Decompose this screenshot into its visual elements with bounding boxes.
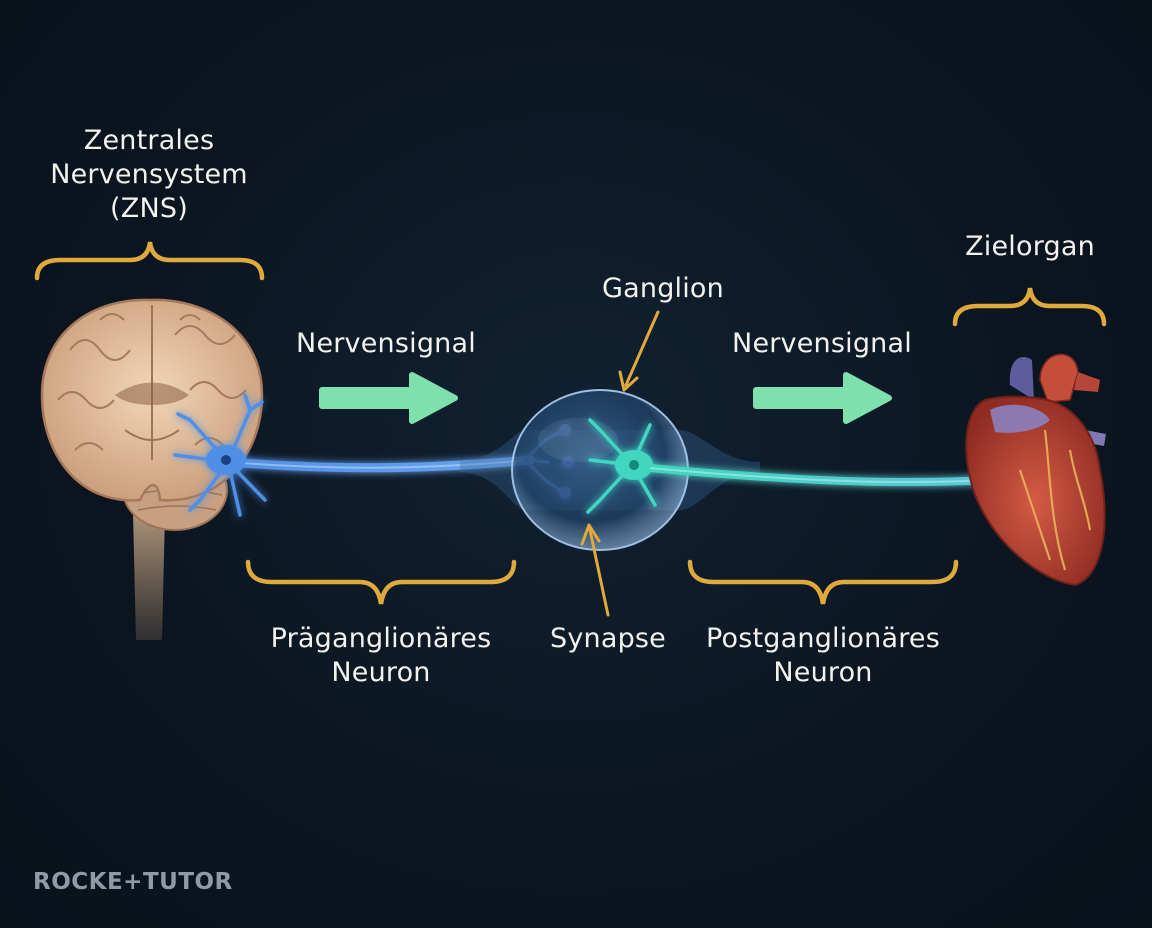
label-pre-neuron-line-1: Präganglionäres — [270, 623, 492, 654]
label-pre-neuron: Präganglionäres Neuron — [261, 622, 501, 690]
brand-logo: ROCKE+TUTOR — [33, 869, 233, 895]
label-signal-right: Nervensignal — [732, 328, 912, 359]
label-zns-line-2: Nervensystem — [50, 159, 248, 190]
signal-arrow-right — [753, 372, 892, 424]
label-pre-neuron-line-2: Neuron — [331, 657, 431, 688]
synapse-pointer-arrow — [580, 523, 610, 617]
bracket-zns — [34, 241, 265, 281]
bracket-pre-neuron — [245, 559, 517, 605]
label-post-neuron-line-2: Neuron — [773, 657, 873, 688]
label-zielorgan: Zielorgan — [965, 231, 1095, 262]
label-post-neuron: Postganglionäres Neuron — [693, 622, 953, 690]
bracket-post-neuron — [687, 559, 959, 605]
signal-arrow-left — [319, 372, 458, 424]
label-signal-left: Nervensignal — [296, 328, 476, 359]
brain-illustration — [40, 298, 264, 640]
bracket-zielorgan — [952, 287, 1107, 327]
heart-illustration — [965, 353, 1106, 587]
ganglion-pointer-arrow — [618, 310, 660, 392]
label-post-neuron-line-1: Postganglionäres — [706, 623, 940, 654]
label-zns-line-1: Zentrales — [83, 125, 215, 156]
ganglion-illustration — [460, 389, 760, 551]
label-synapse: Synapse — [550, 623, 666, 654]
label-zns: Zentrales Nervensystem (ZNS) — [38, 124, 260, 226]
label-ganglion: Ganglion — [602, 273, 724, 304]
label-zns-line-3: (ZNS) — [110, 193, 188, 224]
